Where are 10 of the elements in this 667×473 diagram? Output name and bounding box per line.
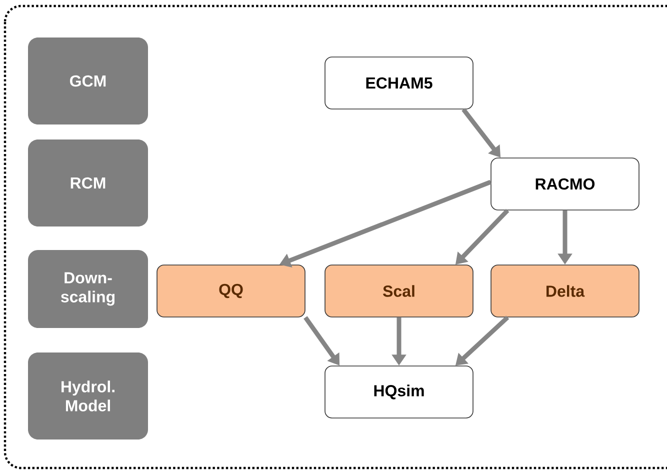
method-box: Delta — [490, 264, 640, 318]
model-box: ECHAM5 — [324, 56, 474, 110]
level-box: Down-scaling — [28, 250, 148, 328]
level-box: RCM — [28, 140, 148, 226]
level-box: Hydrol. Model — [28, 352, 148, 440]
model-box: RACMO — [490, 158, 640, 210]
model-box: HQsim — [324, 366, 474, 418]
level-box: GCM — [28, 38, 148, 124]
method-box: QQ — [156, 264, 306, 318]
method-box: Scal — [324, 264, 474, 318]
